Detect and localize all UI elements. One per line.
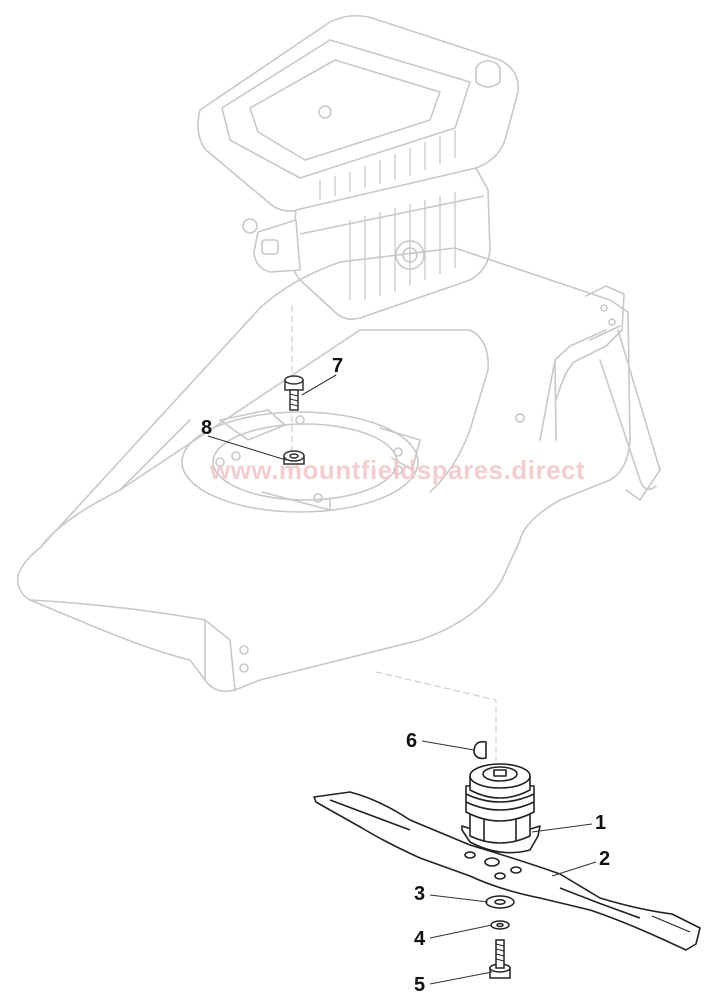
leader-line-6 (421, 740, 475, 751)
leader-line-2 (551, 861, 597, 877)
leader-line-1 (531, 823, 593, 833)
mower-deck-illustration (16, 247, 661, 761)
engine-illustration (197, 14, 519, 320)
callout-4: 4 (414, 928, 426, 950)
blade-boss-illustration (461, 740, 541, 854)
nut-illustration (283, 450, 305, 465)
blade-illustration (313, 791, 701, 951)
leader-line-4 (429, 924, 493, 939)
callout-5: 5 (414, 974, 426, 996)
callout-3: 3 (414, 883, 426, 905)
callout-6: 6 (406, 730, 418, 752)
callout-8: 8 (201, 417, 213, 439)
washers-and-bolt-illustration (485, 895, 515, 979)
callout-7: 7 (332, 355, 344, 377)
callout-1: 1 (595, 812, 607, 834)
callout-2: 2 (599, 848, 611, 870)
leader-line-7 (301, 374, 337, 396)
watermark-text: www.mountfieldspares.direct (210, 455, 586, 485)
leader-lines (207, 374, 597, 985)
leader-line-5 (429, 971, 493, 985)
leader-line-3 (429, 894, 489, 903)
leader-line-8 (207, 435, 287, 461)
engine-bolt-illustration (284, 375, 304, 411)
